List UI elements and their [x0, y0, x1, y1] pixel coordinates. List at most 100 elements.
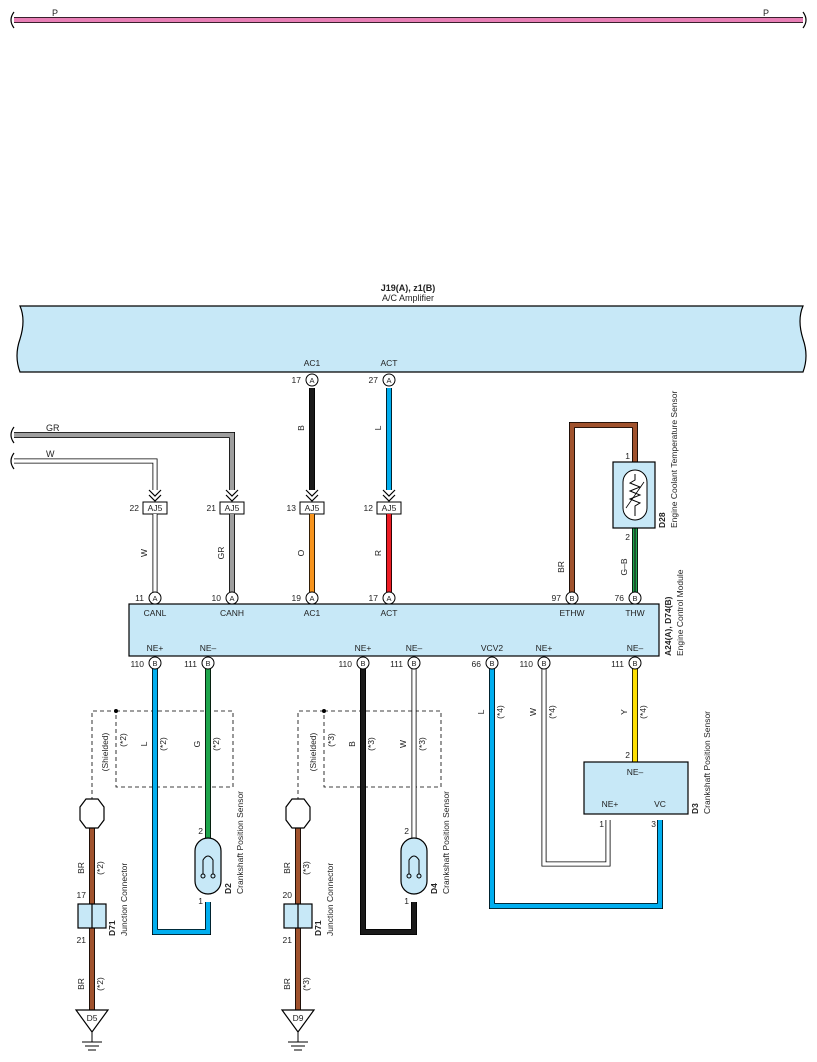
pin-conn: B [152, 659, 157, 668]
pin-conn: B [489, 659, 494, 668]
d3-pin2: 2 [625, 750, 630, 760]
ground-symbol-2 [82, 1032, 102, 1051]
wire-note-br-2b: (*2) [95, 977, 105, 991]
pin-conn: B [541, 659, 546, 668]
ecm-pin-nem-3: NE– 111 B [611, 643, 644, 670]
wire-label-act-lower: R [373, 550, 383, 556]
wire-label-vcv2: L [476, 709, 486, 714]
wire-label-b-3: B [347, 741, 357, 747]
pin-num: 17 [369, 593, 379, 603]
ac-amp-conn-a-2: A [386, 376, 391, 385]
shield-label-2: (Shielded) [100, 732, 110, 771]
pin-name: NE– [200, 643, 217, 653]
wire-label-gr: GR [46, 423, 60, 433]
ground-label-d5: D5 [87, 1013, 98, 1023]
pin-name: NE+ [355, 643, 372, 653]
d28-sensor: 1 2 D28 Engine Coolant Temperature Senso… [612, 390, 679, 542]
d2-id: D2 [223, 883, 233, 894]
pin-name: CANH [220, 608, 244, 618]
aj5-label-4: AJ5 [382, 503, 397, 513]
jc2-id: D71 [107, 920, 117, 936]
shield-ground-octagon-2 [79, 798, 105, 829]
ac-amp-name: A/C Amplifier [382, 293, 434, 303]
pin-conn: A [386, 594, 391, 603]
pin-name: NE+ [536, 643, 553, 653]
shield-box-3 [323, 710, 442, 788]
ecm-bottom-pins: NE+ 110 B NE– 111 B NE+ 110 B NE– 111 B … [130, 643, 644, 670]
wire-note-nep: (*4) [547, 705, 557, 719]
aj5-label-3: AJ5 [305, 503, 320, 513]
pin-name: CANL [144, 608, 167, 618]
wire-note-w-3: (*3) [417, 737, 427, 751]
aj5-connectors: AJ5 22 AJ5 21 AJ5 13 AJ5 12 [130, 489, 402, 515]
wire-label-l-2: L [139, 741, 149, 746]
d2-pin1: 1 [198, 896, 203, 906]
pin-name: NE– [406, 643, 423, 653]
pin-num: 110 [519, 659, 533, 669]
aj5-label-1: AJ5 [148, 503, 163, 513]
wire-note-l-2: (*2) [158, 737, 168, 751]
top-bus: P P [10, 8, 807, 29]
ac-amp-pin-num-17: 17 [292, 375, 302, 385]
d28-id: D28 [657, 512, 667, 528]
ecm-pin-nem-1: NE– 111 B [184, 643, 217, 670]
pin-num: 110 [130, 659, 144, 669]
wave-break-gr [10, 426, 15, 444]
pin-num: 10 [212, 593, 222, 603]
wire-label-nep: W [528, 708, 538, 716]
ecm-pin-canl: 11 A CANL [135, 591, 167, 618]
pin-name: ETHW [559, 608, 584, 618]
ac-amp-pin-name-ac1: AC1 [304, 358, 321, 368]
ac-amp-pin-num-27: 27 [369, 375, 379, 385]
ecm-name: Engine Control Module [675, 569, 685, 656]
shield-note-2: (*2) [118, 733, 128, 747]
wire-label-canh: GR [216, 547, 226, 560]
ecm-pin-vcv2: VCV2 66 B [472, 643, 503, 670]
d28-pin2: 2 [625, 532, 630, 542]
pin-name: THW [625, 608, 644, 618]
d28-pin1: 1 [625, 451, 630, 461]
d28-name: Engine Coolant Temperature Sensor [669, 390, 679, 528]
pin-name: NE– [627, 643, 644, 653]
wire-note-b-3: (*3) [366, 737, 376, 751]
d2-pin2: 2 [198, 826, 203, 836]
wire-label-g-2: G [192, 741, 202, 748]
ecm-pin-canh: 10 A CANH [212, 591, 244, 618]
wire-note-nem: (*4) [638, 705, 648, 719]
ac-amp-pin-name-act: ACT [381, 358, 398, 368]
pin-conn: B [360, 659, 365, 668]
wire-note-br-2a: (*2) [95, 861, 105, 875]
wire-label-canl: W [139, 549, 149, 557]
left-wires: GR W [10, 423, 235, 490]
ac-amp-pins: 17 A 27 A [292, 373, 396, 387]
ecm-pin-nep-3: NE+ 110 B [519, 643, 553, 670]
bus-label-right: P [763, 8, 769, 18]
ecm-pin-ethw: 97 B ETHW [552, 591, 585, 618]
pin-conn: A [152, 594, 157, 603]
wire-note-br-3b: (*3) [301, 977, 311, 991]
wire-label-w: W [46, 449, 55, 459]
d4-id: D4 [429, 883, 439, 894]
pin-conn: A [229, 594, 234, 603]
jc3-bot: 21 [283, 935, 293, 945]
d2-name: Crankshaft Position Sensor [235, 791, 245, 894]
aj5-label-2: AJ5 [225, 503, 240, 513]
ac-amplifier: J19(A), z1(B) A/C Amplifier AC1 ACT [16, 283, 807, 373]
pin-conn: B [411, 659, 416, 668]
ecm: A24(A), D74(B) Engine Control Module [128, 569, 685, 657]
d3-id: D3 [690, 803, 700, 814]
wire-label-br-2a: BR [76, 862, 86, 874]
ecm-pin-nep-2: NE+ 110 B [338, 643, 372, 670]
wave-break-w [10, 452, 15, 470]
pin-name: NE+ [147, 643, 164, 653]
d3-pin-name-nem: NE– [627, 767, 644, 777]
ground-label-d9: D9 [293, 1013, 304, 1023]
wire-label-br-3a: BR [282, 862, 292, 874]
bus-label-left: P [52, 8, 58, 18]
wave-break-left [10, 11, 15, 29]
wire-label-ethw: BR [556, 561, 566, 573]
pin-conn: B [569, 594, 574, 603]
d3-name: Crankshaft Position Sensor [702, 711, 712, 814]
wire-note-g-2: (*2) [211, 737, 221, 751]
jc2-top: 17 [77, 890, 87, 900]
